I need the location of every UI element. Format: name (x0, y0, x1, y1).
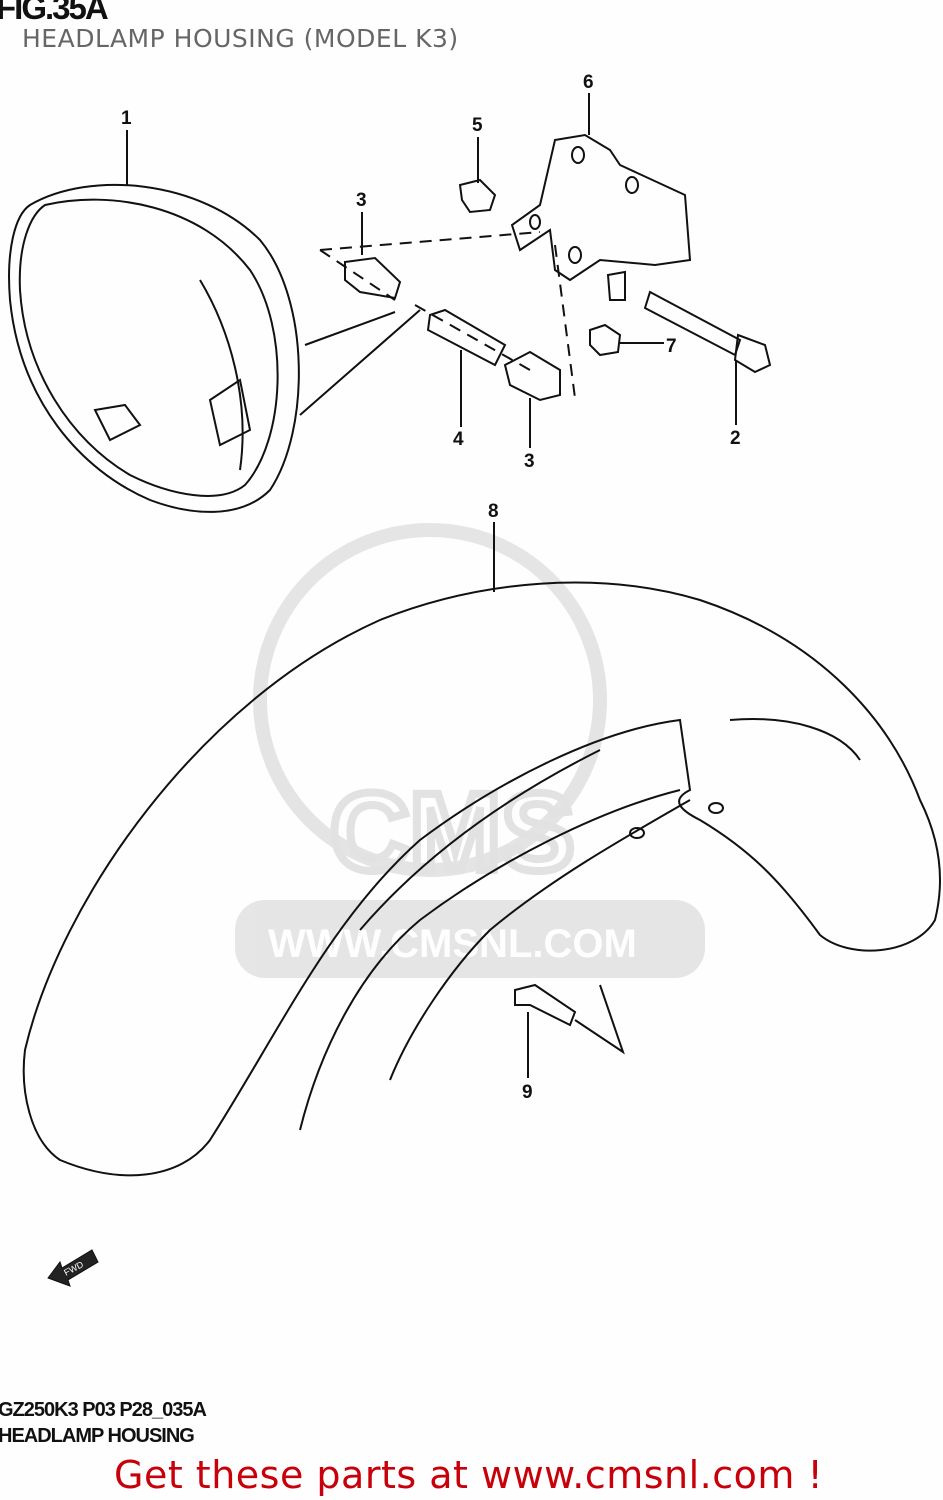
callout-4: 4 (453, 429, 464, 450)
callout-5: 5 (472, 115, 483, 136)
watermark-url: WWW.CMSNL.COM (268, 922, 637, 966)
callout-1: 1 (121, 108, 132, 129)
figure-number: FIG.35A (0, 0, 109, 26)
promo-link[interactable]: Get these parts at www.cmsnl.com ! (114, 1453, 824, 1497)
callout-2: 2 (730, 428, 741, 449)
fwd-arrow-icon: FWD (47, 1249, 99, 1287)
diagram-code: GZ250K3 P03 P28_035A (0, 1399, 207, 1421)
page-title: HEADLAMP HOUSING (MODEL K3) (22, 24, 459, 53)
headlamp-housing (8, 183, 300, 513)
front-fender (22, 581, 941, 1177)
callout-7: 7 (666, 336, 677, 357)
nut-5 (458, 178, 497, 214)
spacer (426, 308, 507, 367)
callout-9: 9 (522, 1082, 533, 1103)
screw (606, 270, 626, 301)
collar-upper (344, 256, 402, 300)
callout-3-lower: 3 (524, 451, 535, 472)
bolt-9 (514, 983, 577, 1027)
bolt (643, 290, 772, 374)
watermark: CMS WWW.CMSNL.COM (235, 523, 705, 978)
bracket (510, 133, 692, 282)
callout-8: 8 (488, 501, 499, 522)
callout-6: 6 (583, 72, 594, 93)
watermark-logo: CMS (330, 771, 574, 894)
collar-lower (503, 350, 561, 402)
callout-3-upper: 3 (356, 190, 367, 211)
nut-7 (589, 323, 622, 357)
diagram-caption: HEADLAMP HOUSING (0, 1425, 195, 1447)
